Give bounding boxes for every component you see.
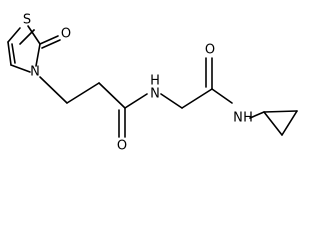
atom-n2: N xyxy=(150,87,160,102)
bond-c2-o xyxy=(39,35,59,45)
bond-c4-c5 xyxy=(7,41,12,66)
atom-n1: N xyxy=(30,65,40,80)
atom-n3: N xyxy=(233,111,243,126)
bond-cp-c xyxy=(281,110,298,136)
bond-n2-cp xyxy=(249,111,265,119)
bond-ch2a-ch2b xyxy=(66,82,100,104)
atom-o3: O xyxy=(205,43,215,58)
atom-h2: H xyxy=(150,74,160,89)
bond-cp-a xyxy=(263,110,298,113)
atom-labels: S O N O N H O N H xyxy=(23,13,253,154)
bond-cp-b xyxy=(263,111,283,136)
atom-h3: H xyxy=(243,111,253,126)
bond-c2-n2 xyxy=(211,88,233,104)
bond-c4-c5-double xyxy=(11,43,16,64)
bond-c2-n3 xyxy=(35,43,41,67)
bond-c2-o-double xyxy=(41,39,61,49)
atom-s1: S xyxy=(23,13,31,28)
bond-c5-s1 xyxy=(7,27,21,43)
bond-ch2-c2 xyxy=(181,88,213,109)
bonds xyxy=(7,25,298,138)
bond-n3-c4 xyxy=(10,64,31,73)
bond-ch2b-c-amide xyxy=(98,82,126,109)
bond-n3-ch2a xyxy=(39,76,68,104)
atom-o2: O xyxy=(117,139,127,154)
bond-c-amide-n xyxy=(124,93,148,109)
atom-o1: O xyxy=(61,27,71,42)
molecule-structure: S O N O N H O N H xyxy=(7,13,298,154)
bond-s-c2 xyxy=(27,25,41,45)
bond-n-ch2 xyxy=(160,93,183,109)
